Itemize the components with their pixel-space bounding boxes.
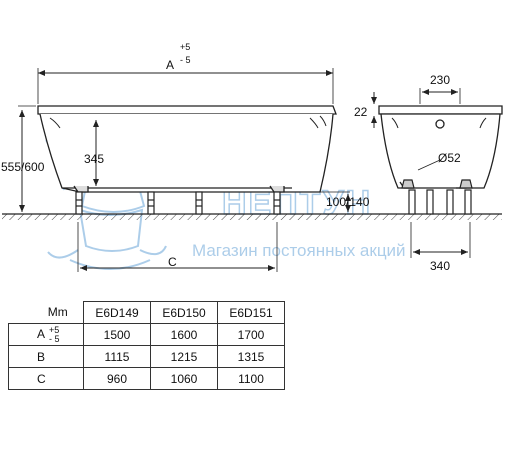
bathtub-end-view	[378, 105, 503, 189]
spec-table: Mm E6D149 E6D150 E6D151 A+5- 5 1500 1600…	[8, 301, 285, 390]
dimension-leg-spacing: 340	[410, 222, 471, 273]
column-header: E6D149	[83, 301, 151, 324]
dimension-drain: Ø52	[417, 151, 461, 171]
row-header: A+5- 5	[8, 323, 84, 346]
bathtub-technical-drawing: НЕПТУН Магазин постоянных акций	[1, 42, 503, 273]
dimension-depth: 345	[84, 120, 104, 186]
dimension-c-label: C	[168, 255, 177, 269]
table-row: A+5- 5 1500 1600 1700	[8, 323, 285, 346]
dimension-a-tol-plus: +5	[180, 42, 190, 52]
leg-spacing-label: 340	[430, 259, 450, 273]
dimension-c: C	[77, 222, 278, 272]
dimension-a: A +5 - 5	[37, 42, 334, 104]
row-tol-plus: +5	[49, 324, 60, 335]
floor-line	[2, 213, 502, 220]
table-row: B 1115 1215 1315	[8, 345, 285, 368]
height-label: 555/600	[1, 160, 45, 174]
table-cell: 960	[83, 367, 151, 390]
dimension-rim: 22	[354, 92, 377, 128]
table-cell: 1500	[83, 323, 151, 346]
row-header: B	[8, 345, 84, 368]
dimension-end-width: 230	[419, 73, 461, 104]
side-legs	[75, 191, 281, 215]
table-cell: 1700	[217, 323, 285, 346]
end-width-label: 230	[430, 73, 450, 87]
drain-label: Ø52	[438, 151, 461, 165]
rim-label: 22	[354, 105, 368, 119]
table-cell: 1315	[217, 345, 285, 368]
dimension-a-label: A	[166, 58, 174, 72]
table-cell: 1600	[150, 323, 218, 346]
dimension-height: 555/600	[1, 105, 45, 212]
end-legs	[401, 179, 473, 215]
leg-height-label: 100/140	[326, 195, 370, 209]
table-header-row: Mm E6D149 E6D150 E6D151	[9, 301, 285, 324]
row-tol-minus: - 5	[49, 333, 60, 344]
table-row: C 960 1060 1100	[8, 367, 285, 390]
table-cell: 1115	[83, 345, 151, 368]
dimension-leg-height: 100/140	[303, 191, 370, 212]
dimension-a-tol-minus: - 5	[180, 55, 191, 65]
row-label: A	[37, 326, 46, 341]
watermark-tagline: Магазин постоянных акций	[192, 241, 406, 260]
table-cell: 1060	[150, 367, 218, 390]
column-header: E6D151	[217, 301, 285, 324]
table-cell: 1100	[217, 367, 285, 390]
table-corner: Mm	[47, 305, 68, 320]
bathtub-side-view	[37, 105, 337, 193]
column-header: E6D150	[150, 301, 218, 324]
row-header: C	[8, 367, 84, 390]
table-cell: 1215	[150, 345, 218, 368]
depth-label: 345	[84, 152, 104, 166]
